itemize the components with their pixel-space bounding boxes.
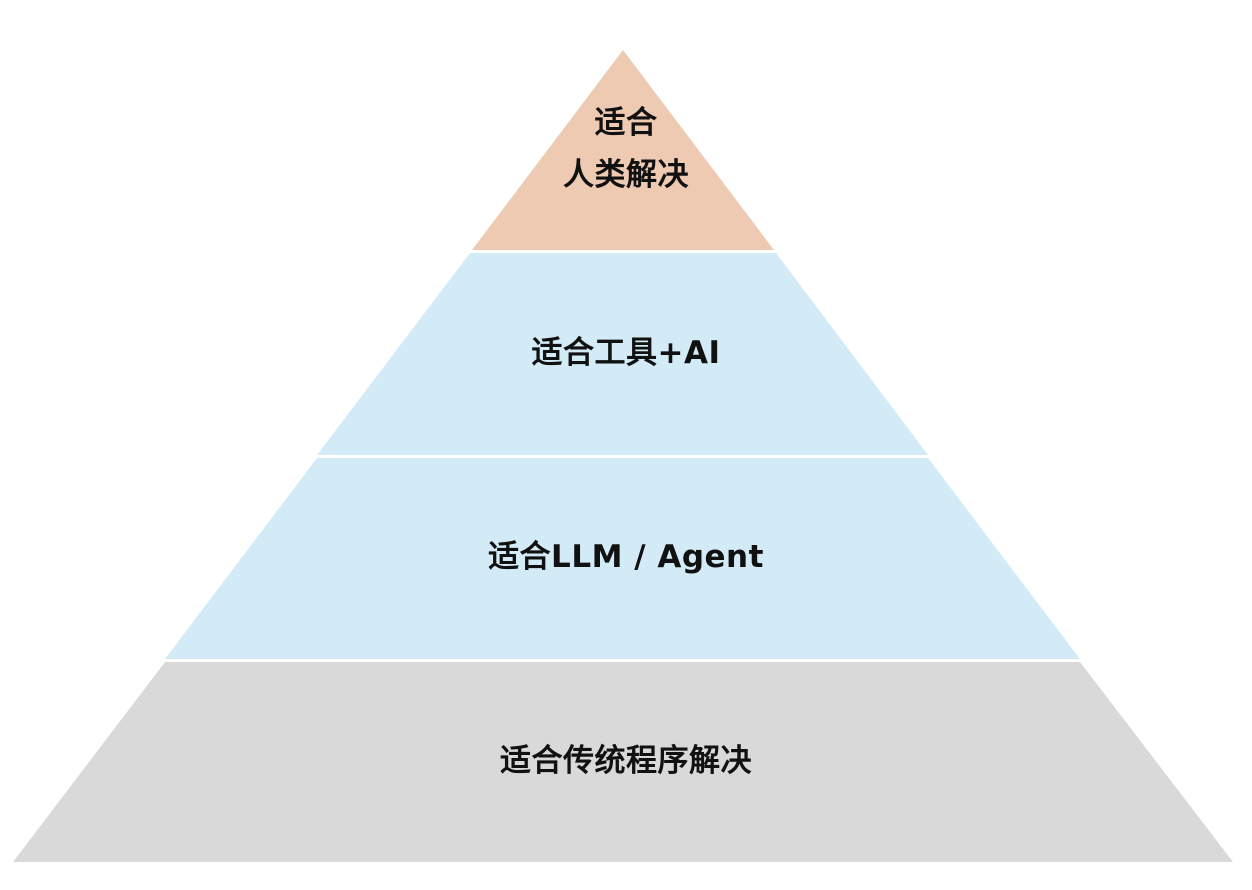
- layer-label-tools-ai: 适合工具+AI: [0, 327, 1252, 379]
- layer-label-human-line-1: 适合: [594, 105, 658, 141]
- layer-label-human-line-2: 人类解决: [563, 157, 689, 193]
- layer-label-llm-agent-line-1: 适合LLM / Agent: [488, 539, 764, 575]
- layer-label-tools-ai-line-1: 适合工具+AI: [531, 335, 721, 371]
- pyramid-layer-llm-agent: [165, 458, 1080, 659]
- layer-label-traditional: 适合传统程序解决: [0, 735, 1252, 787]
- layer-label-traditional-line-1: 适合传统程序解决: [500, 743, 752, 779]
- pyramid-layer-human: [472, 50, 774, 250]
- layer-label-llm-agent: 适合LLM / Agent: [0, 531, 1252, 583]
- pyramid-layer-tools-ai: [317, 253, 928, 455]
- pyramid-layer-traditional: [13, 662, 1233, 862]
- layer-label-human: 适合 人类解决: [0, 97, 1252, 201]
